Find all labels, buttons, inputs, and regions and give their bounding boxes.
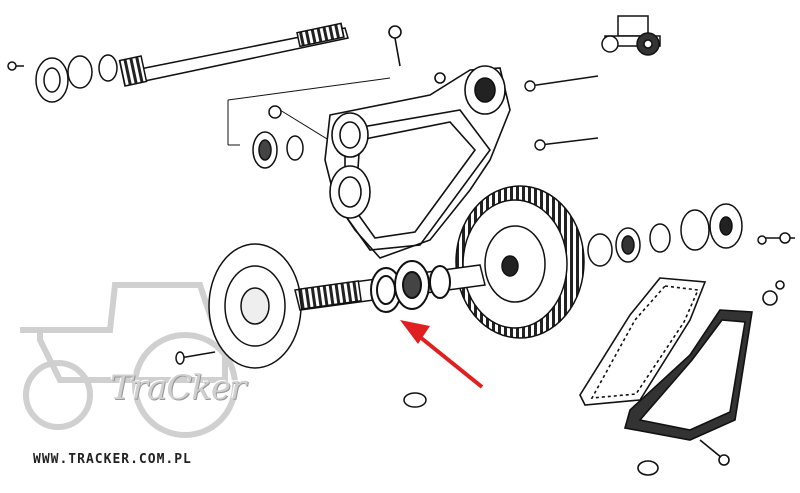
watermark-logo: TraCker bbox=[110, 368, 246, 408]
input-shaft bbox=[7, 22, 349, 103]
bearing-left bbox=[252, 105, 304, 169]
oil-seal bbox=[370, 260, 451, 313]
tractor-outline-icon bbox=[20, 282, 238, 438]
bearing-right bbox=[587, 203, 795, 267]
plug bbox=[403, 392, 427, 408]
studs bbox=[524, 75, 599, 151]
crown-gear bbox=[455, 185, 585, 339]
output-shaft bbox=[175, 243, 486, 369]
watermark-url: WWW.TRACKER.COM.PL bbox=[33, 452, 192, 467]
cover-and-gasket bbox=[579, 277, 785, 476]
red-arrow-icon bbox=[400, 320, 484, 389]
transmission-housing bbox=[324, 25, 511, 259]
tractor-icon bbox=[601, 15, 661, 56]
